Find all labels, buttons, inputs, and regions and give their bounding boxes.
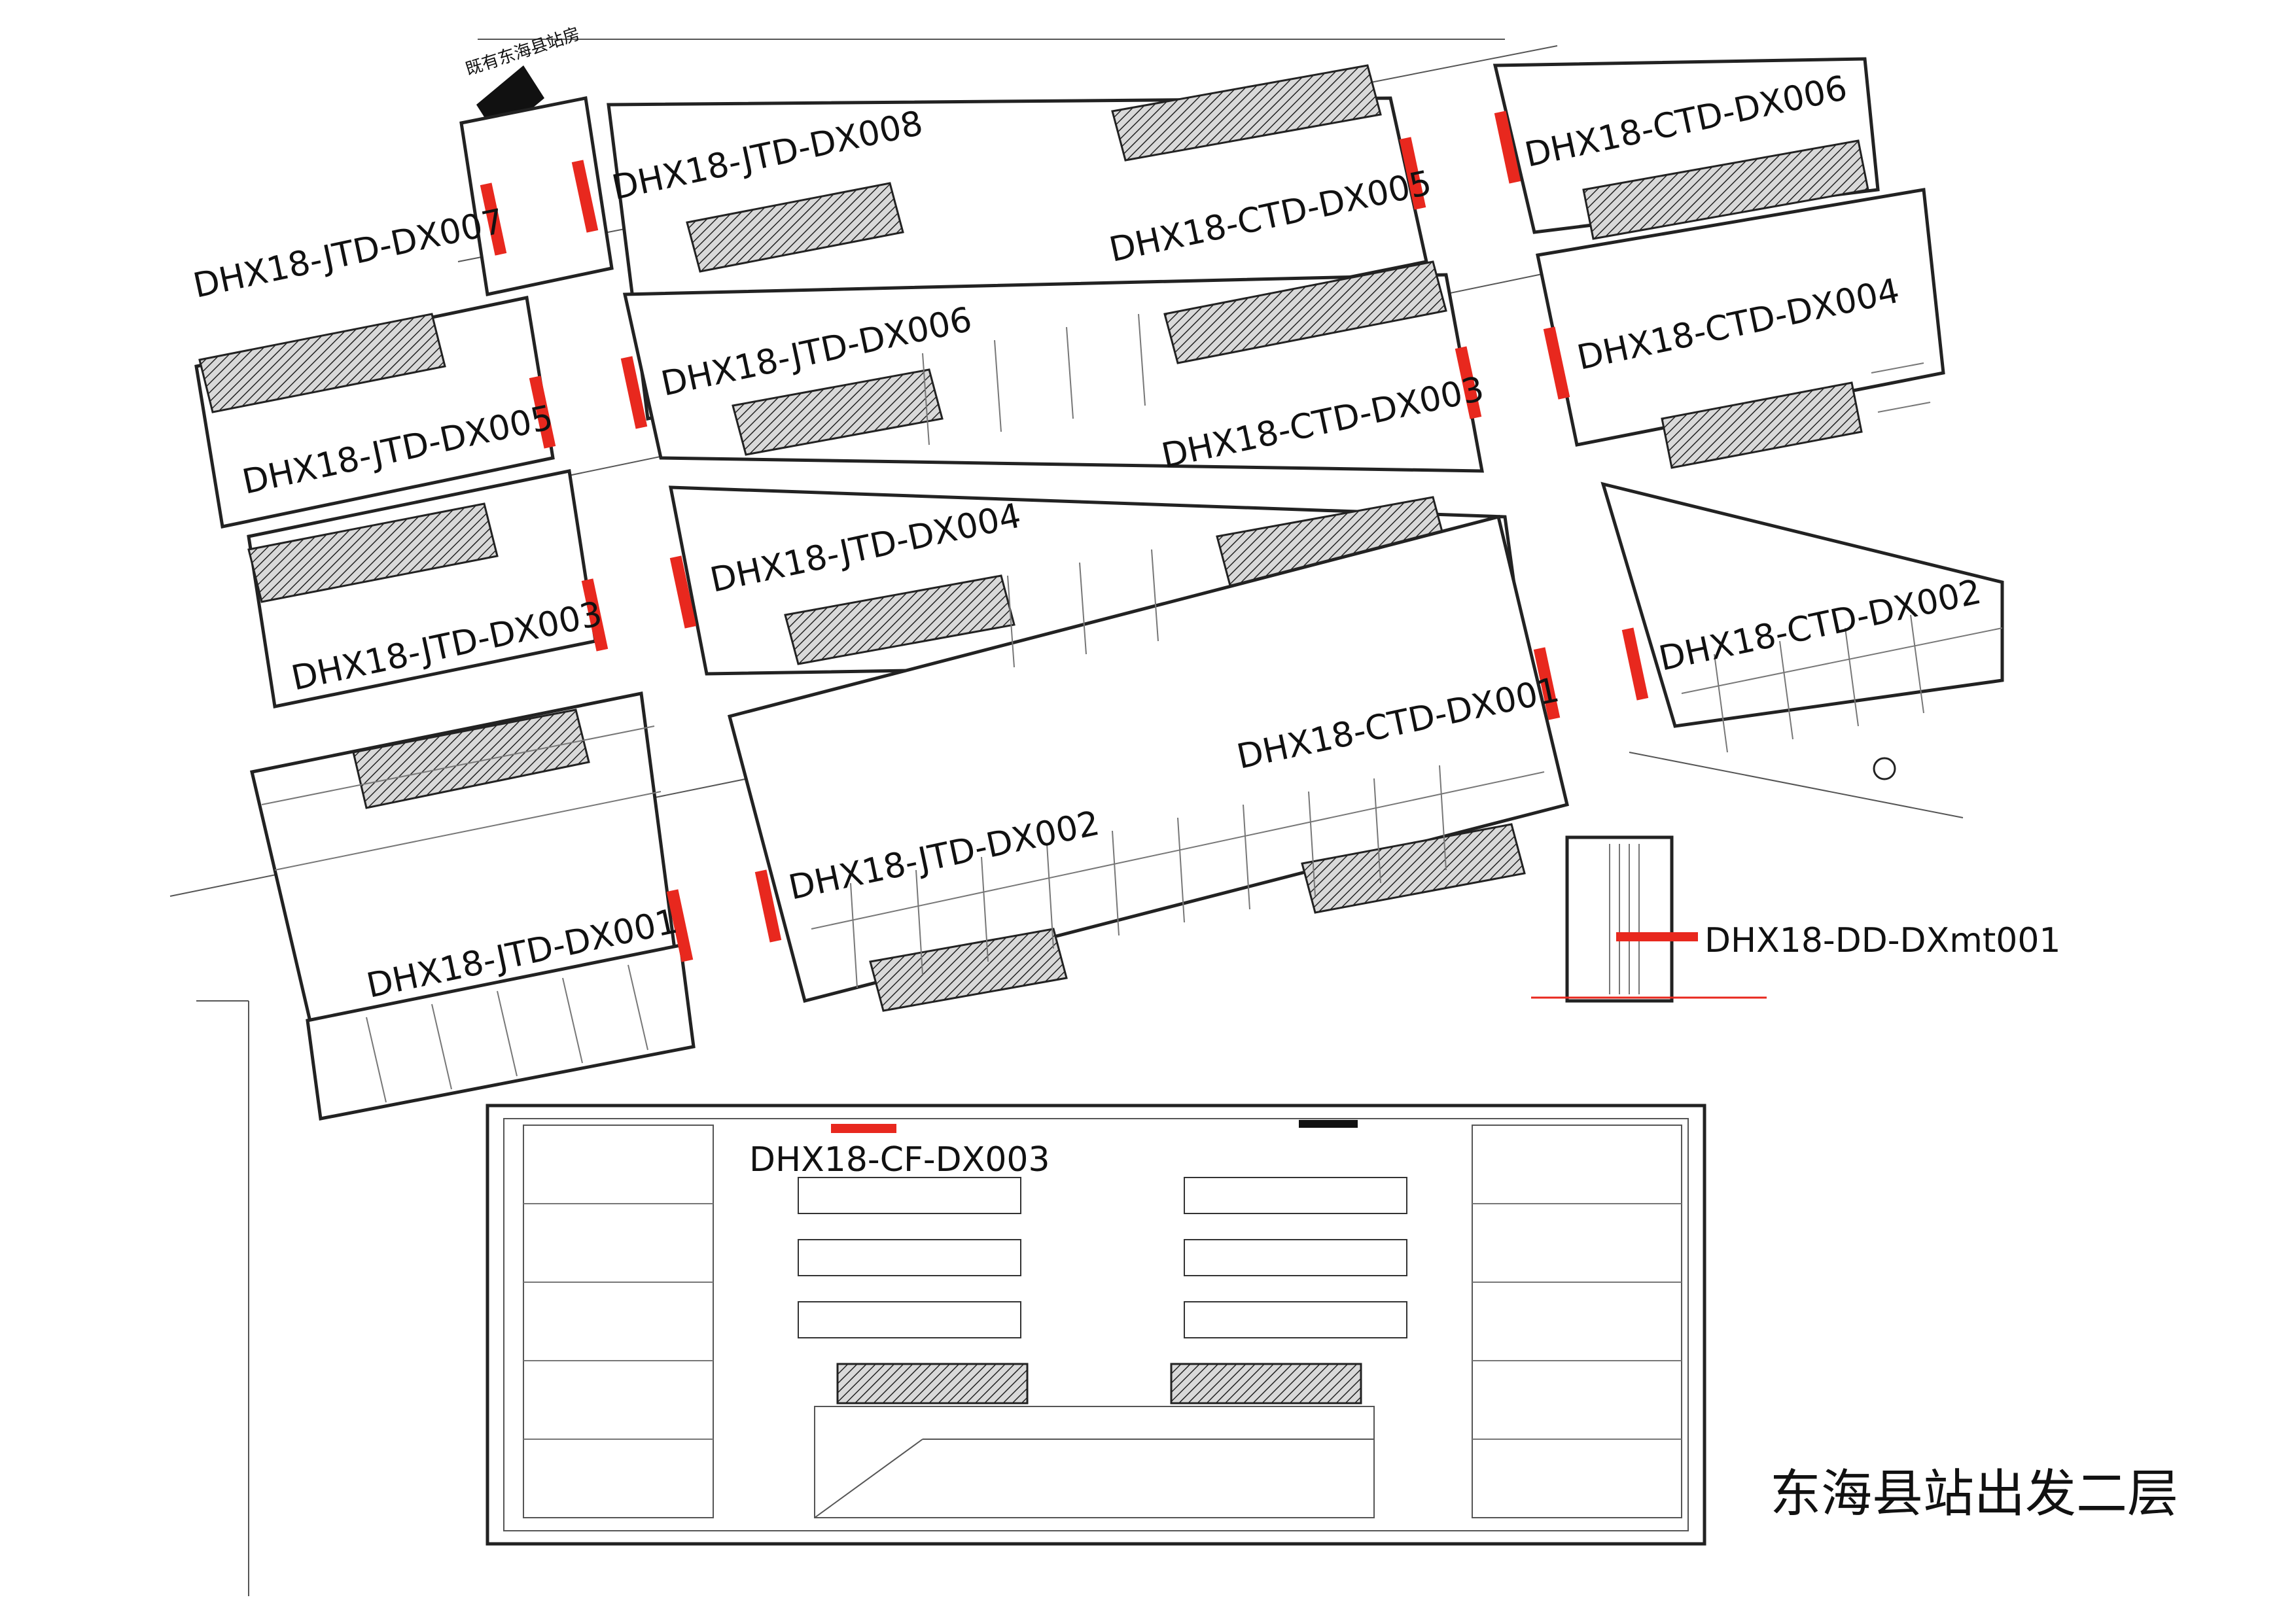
label-dhx18-jtd-dx007: DHX18-JTD-DX007: [190, 202, 507, 306]
marker-dhx18-ctd-dx004[interactable]: [1543, 326, 1570, 400]
marker-dhx18-dd-dxmt001[interactable]: [1616, 932, 1698, 941]
marker-dhx18-jtd-dx006[interactable]: [620, 356, 648, 429]
label-dhx18-cf-dx003: DHX18-CF-DX003: [749, 1140, 1050, 1179]
marker-dhx18-jtd-dx002[interactable]: [754, 869, 782, 943]
center-building-blocks: [607, 64, 1570, 1012]
marker-dhx18-ctd-dx006[interactable]: [1494, 111, 1521, 184]
marker-dhx18-ctd-dx001[interactable]: [1533, 647, 1561, 720]
marker-dhx18-ctd-dx005[interactable]: [1399, 137, 1426, 210]
departure-hall: [486, 1104, 1706, 1546]
marker-dhx18-ctd-dx003[interactable]: [1455, 346, 1482, 419]
seat-rows: [798, 1177, 1407, 1338]
markers: [480, 111, 1698, 1133]
marker-dhx18-jtd-dx005[interactable]: [529, 375, 556, 449]
marker-dhx18-jtd-dx003[interactable]: [581, 578, 609, 652]
marker-dhx18-jtd-dx004[interactable]: [669, 555, 697, 629]
marker-dhx18-ctd-dx002[interactable]: [1621, 627, 1649, 701]
label-dhx18-dd-dxmt001: DHX18-DD-DXmt001: [1704, 921, 2061, 960]
marker-dhx18-cf-dx003[interactable]: [831, 1124, 896, 1133]
marker-dhx18-jtd-dx007[interactable]: [480, 183, 507, 256]
page-title: 东海县站出发二层: [1770, 1465, 2178, 1524]
ctd-building-blocks: [1492, 57, 2004, 1003]
jtd-building-blocks: [194, 96, 696, 1121]
marker-dhx18-jtd-dx008[interactable]: [571, 160, 599, 233]
marker-dhx18-jtd-dx001[interactable]: [666, 889, 694, 962]
